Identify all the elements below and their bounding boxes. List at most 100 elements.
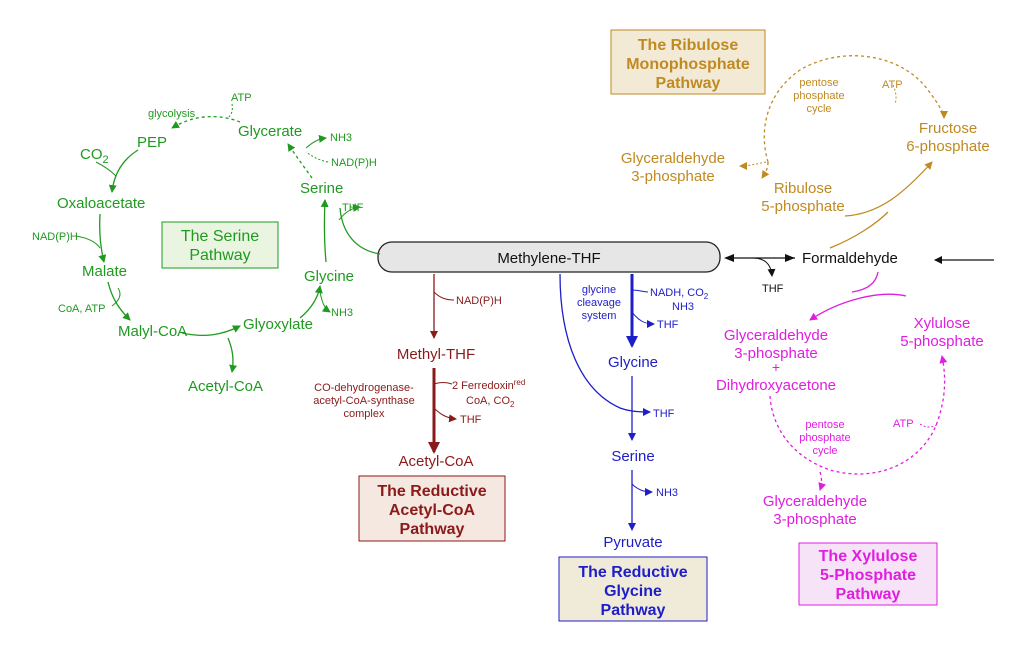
acetyl-title-2: Acetyl-CoA [389, 502, 476, 519]
glycine-title-box [558, 556, 708, 622]
enzyme-label-3: complex [344, 408, 385, 420]
pep-to-oxaloacetate-arrow [108, 149, 139, 193]
ribulose-g3p-node-2: 3-phosphate [631, 168, 714, 185]
methyl-thf-node: Methyl-THF [397, 346, 475, 363]
serine-title-box [161, 221, 279, 269]
serine-atp-label: ATP [231, 92, 252, 104]
glycine-title-3: Pathway [601, 602, 666, 619]
glycine-node: Glycine [304, 268, 354, 285]
glyoxylate-node: Glyoxylate [243, 316, 313, 333]
serine-title-1: The Serine [181, 228, 259, 245]
glycerate-nadph-label: NAD(P)H [331, 157, 377, 169]
glycine-title-2: Glycine [604, 583, 662, 600]
xylulose-cycle-3: cycle [812, 445, 837, 457]
xylulose-cycle-2: phosphate [799, 432, 850, 444]
xylulose-atp-label: ATP [893, 418, 914, 430]
xylulose-out-arrow [818, 471, 827, 491]
glycerate-nh3-side-arrow [305, 134, 327, 149]
ribulose-cycle-1: pentose [799, 77, 838, 89]
acetyl-title-box [358, 475, 506, 542]
to-acetyl-coa-arrow [227, 337, 238, 373]
central-hub: Methylene-THF Formaldehyde THF [377, 241, 994, 295]
malate-coa-atp-label: CoA, ATP [58, 303, 105, 315]
xylulose-pathway: Glyceraldehyde 3-phosphate + Dihydroxyac… [716, 271, 984, 606]
thf-release-arrow [751, 257, 776, 277]
blue-serine-node: Serine [611, 448, 654, 465]
methylene-thf-box [377, 241, 721, 273]
malyl-coa-node: Malyl-CoA [118, 323, 187, 340]
blue-glycine-node: Glycine [608, 354, 658, 371]
glyoxylate-to-glycine-arrow [299, 285, 323, 319]
ribulose-cycle-2: phosphate [793, 90, 844, 102]
xylulose-title-2: 5-Phosphate [820, 567, 916, 584]
ribulose-title-1: The Ribulose [638, 37, 739, 54]
ribulose-title-3: Pathway [656, 75, 721, 92]
nadph-side-arrow [305, 151, 329, 163]
glycerate-to-pep-arrow [171, 115, 241, 129]
to-g3p-arrow [739, 161, 767, 170]
xylulose-g3p-1: Glyceraldehyde [724, 327, 828, 344]
ribulose-pathway: The Ribulose Monophosphate Pathway pento… [610, 29, 990, 249]
ribulose-g3p-node-1: Glyceraldehyde [621, 150, 725, 167]
glycolysis-label: glycolysis [148, 108, 196, 120]
acetyl-thf-side-arrow [433, 407, 457, 423]
gly-thf1-side-arrow [631, 311, 655, 328]
oxaloacetate-to-malate-arrow [98, 213, 107, 263]
glycine-title-1: The Reductive [578, 564, 687, 581]
enzyme-label-2: acetyl-CoA-synthase [313, 395, 415, 407]
nadph-left-side-arrow [75, 235, 101, 249]
pep-node: PEP [137, 134, 167, 151]
fructose-6p-node-2: 6-phosphate [906, 138, 989, 155]
methylene-to-serine-arrow [339, 207, 381, 255]
glycerate-node: Glycerate [238, 123, 302, 140]
coa-atp-side-arrow [111, 287, 121, 307]
co2-node: CO2 [80, 146, 109, 166]
dihydroxyacetone-node: Dihydroxyacetone [716, 377, 836, 394]
co2-side-arrow [95, 161, 117, 177]
glycerate-nh3-label: NH3 [330, 132, 352, 144]
gly-nh3b-label: NH3 [656, 487, 678, 499]
gcs-label-3: system [582, 310, 617, 322]
arrowhead-right [785, 254, 795, 262]
xylulose-5p-node-1: Xylulose [914, 315, 971, 332]
gly-thf1-label: THF [657, 319, 679, 331]
glycine-nh3-side-arrow [319, 291, 331, 313]
ferredoxin-side [433, 382, 453, 385]
gly-thf2-label: THF [653, 408, 675, 420]
ribulose-atp-label: ATP [882, 79, 903, 91]
coa-co2-label: CoA, CO2 [466, 395, 515, 409]
formaldehyde-label: Formaldehyde [802, 250, 898, 267]
xylulose-title-box [798, 542, 938, 606]
red-acetyl-coa-node: Acetyl-CoA [398, 453, 473, 470]
nadh-co2-label: NADH, CO2 [650, 287, 709, 301]
xylulose-atp-side [919, 423, 939, 428]
atp-side-arrow [227, 103, 233, 119]
nadph-side-arrow [433, 291, 455, 301]
xylulose-cycle-arc [769, 355, 948, 475]
acetyl-coa-node: Acetyl-CoA [188, 378, 263, 395]
gcs-label-1: glycine [582, 284, 616, 296]
glycine-nh3-label: NH3 [331, 307, 353, 319]
ribulose-title-box [610, 29, 766, 95]
xylulose-g3p-2: 3-phosphate [734, 345, 817, 362]
xylulose-g3p-out-1: Glyceraldehyde [763, 493, 867, 510]
enzyme-label-1: CO-dehydrogenase- [314, 382, 414, 394]
serine-title-2: Pathway [189, 247, 250, 264]
reductive-acetyl-coa-pathway: NAD(P)H Methyl-THF CO-dehydrogenase- ace… [313, 274, 525, 542]
ribulose-cycle-arc [763, 55, 948, 163]
xylulose-title-1: The Xylulose [819, 548, 918, 565]
ribulose-atp-side [892, 84, 897, 105]
ribulose-cycle-3: cycle [806, 103, 831, 115]
malate-to-malyl-coa-arrow [107, 281, 131, 321]
to-ribulose-5p-arrow [761, 161, 770, 179]
serine-thf-side-arrow [338, 203, 361, 221]
ribulose-5p-node-2: 5-phosphate [761, 198, 844, 215]
arrowhead-left [724, 254, 734, 262]
methylene-to-serine-arc [559, 273, 651, 416]
xylulose-cycle-1: pentose [805, 419, 844, 431]
oxaloacetate-nadph-label: NAD(P)H [32, 231, 78, 243]
formaldehyde-to-ribulose-arrow [829, 211, 889, 249]
nadh-side [631, 289, 649, 293]
ferredoxin-label: 2 Ferredoxinred [452, 378, 525, 392]
